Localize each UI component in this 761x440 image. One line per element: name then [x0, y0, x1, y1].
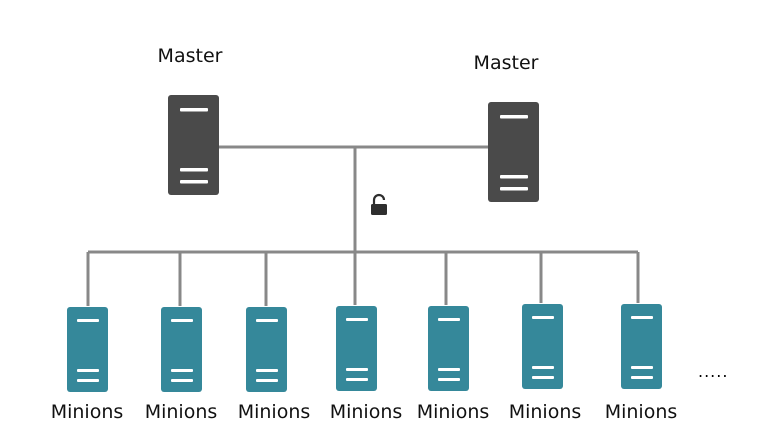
minion-label: Minions	[508, 401, 582, 423]
more-minions-ellipsis: .....	[698, 362, 729, 381]
master-server-icon	[168, 95, 219, 195]
master-label: Master	[473, 52, 539, 74]
minion-label: Minions	[604, 401, 678, 423]
minion-server-icon	[161, 307, 202, 392]
minion-label: Minions	[144, 401, 218, 423]
master-label: Master	[157, 45, 223, 67]
lock-icon	[371, 193, 387, 215]
minion-label: Minions	[329, 401, 403, 423]
minion-label: Minions	[237, 401, 311, 423]
minion-server-icon	[246, 307, 287, 392]
minion-server-icon	[522, 304, 563, 389]
connector-lines	[86, 145, 640, 306]
minion-label: Minions	[50, 401, 124, 423]
minion-label: Minions	[416, 401, 490, 423]
minion-server-icon	[67, 307, 108, 392]
minion-server-icon	[336, 306, 377, 391]
minion-server-icon	[428, 306, 469, 391]
minion-server-icon	[621, 304, 662, 389]
master-server-icon	[488, 102, 539, 202]
